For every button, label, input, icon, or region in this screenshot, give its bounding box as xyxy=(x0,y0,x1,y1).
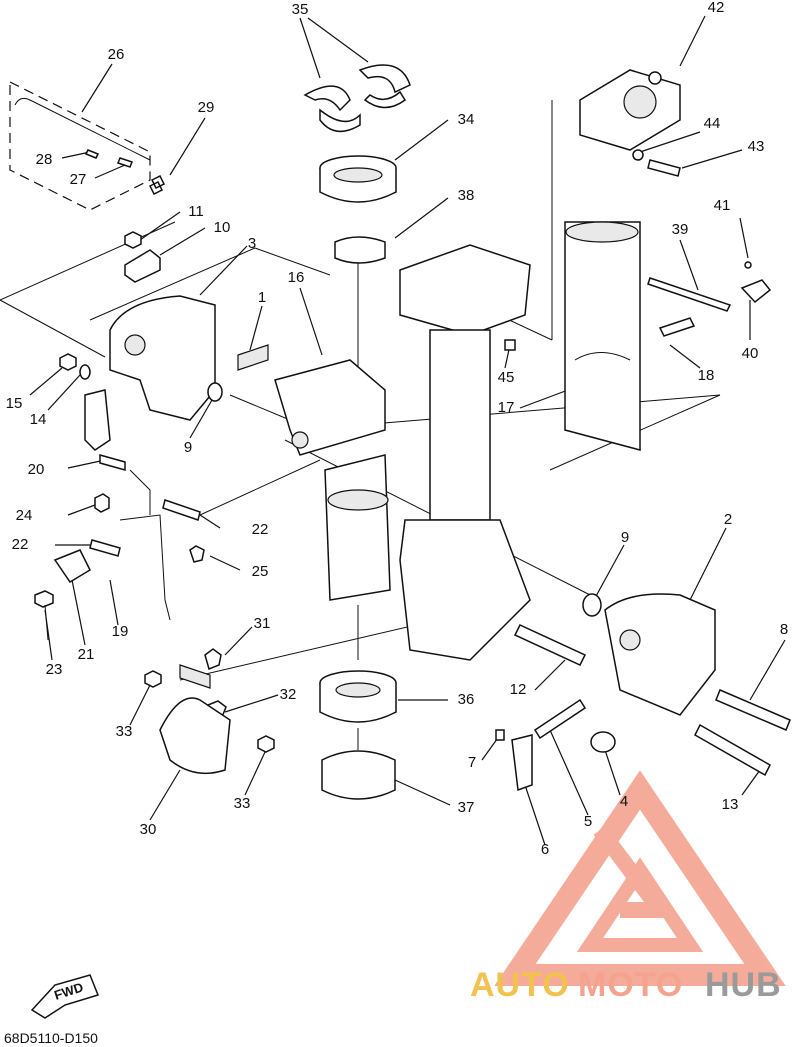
label-30: 30 xyxy=(140,821,157,838)
label-27: 27 xyxy=(70,171,87,188)
label-29: 29 xyxy=(198,99,215,116)
label-20: 20 xyxy=(28,461,45,478)
label-32: 32 xyxy=(280,686,297,703)
label-18: 18 xyxy=(698,367,715,384)
label-1: 1 xyxy=(258,289,266,306)
label-37: 37 xyxy=(458,799,475,816)
label-17: 17 xyxy=(498,399,515,416)
label-43: 43 xyxy=(748,138,765,155)
label-34: 34 xyxy=(458,111,475,128)
label-44: 44 xyxy=(704,115,721,132)
label-16: 16 xyxy=(288,269,305,286)
label-40: 40 xyxy=(742,345,759,362)
label-19: 19 xyxy=(112,623,129,640)
label-24: 24 xyxy=(16,507,33,524)
watermark-logo xyxy=(494,770,786,986)
label-42: 42 xyxy=(708,0,725,16)
label-33-right: 33 xyxy=(234,795,251,812)
label-2: 2 xyxy=(724,511,732,528)
label-25: 25 xyxy=(252,563,269,580)
label-22-left: 22 xyxy=(12,536,29,553)
label-9-right: 9 xyxy=(621,529,629,546)
watermark-moto: MOTO xyxy=(578,966,683,1004)
label-14: 14 xyxy=(30,411,47,428)
label-10: 10 xyxy=(214,219,231,236)
watermark-hub: HUB xyxy=(705,966,782,1004)
label-15: 15 xyxy=(6,395,23,412)
label-21: 21 xyxy=(78,646,95,663)
label-9-left: 9 xyxy=(184,439,192,456)
part-labels: 1 2 3 4 5 6 7 8 9 9 10 11 12 13 14 15 16… xyxy=(6,0,789,858)
label-5: 5 xyxy=(584,813,592,830)
leader-lines xyxy=(0,15,786,846)
diagram-reference-code: 68D5110-D150 xyxy=(4,1030,98,1046)
label-12: 12 xyxy=(510,681,527,698)
label-45: 45 xyxy=(498,369,515,386)
label-7: 7 xyxy=(468,754,476,771)
label-36: 36 xyxy=(458,691,475,708)
label-33-left: 33 xyxy=(116,723,133,740)
part-shapes xyxy=(14,64,791,800)
label-39: 39 xyxy=(672,221,689,238)
watermark-text: AUTO MOTO HUB xyxy=(470,966,782,1004)
label-4: 4 xyxy=(620,793,628,810)
label-41: 41 xyxy=(714,197,731,214)
label-13: 13 xyxy=(722,796,739,813)
label-3: 3 xyxy=(248,235,256,252)
label-23: 23 xyxy=(46,661,63,678)
label-28: 28 xyxy=(36,151,53,168)
fwd-direction-arrow: FWD xyxy=(30,974,100,1019)
label-26: 26 xyxy=(108,46,125,63)
label-31: 31 xyxy=(254,615,271,632)
label-22-right: 22 xyxy=(252,521,269,538)
label-8: 8 xyxy=(780,621,788,638)
label-11: 11 xyxy=(188,203,204,220)
label-35: 35 xyxy=(292,1,309,18)
watermark-auto: AUTO xyxy=(470,966,570,1004)
label-38: 38 xyxy=(458,187,475,204)
label-6: 6 xyxy=(541,841,549,858)
